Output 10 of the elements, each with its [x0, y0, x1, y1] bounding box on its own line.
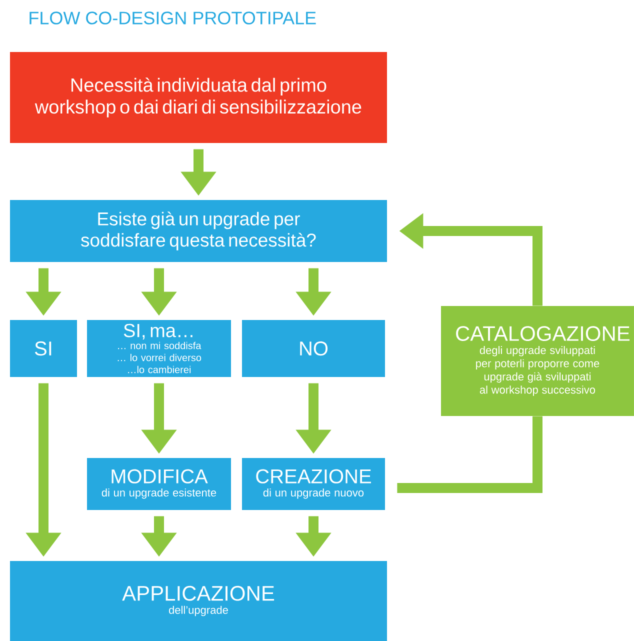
title: FLOW CO-DESIGN PROTOTIPALE: [30, 12, 316, 24]
process-box: NO: [242, 320, 385, 377]
process-box: Necessità individuata dal primo workshop o dai diari di sensibilizzazione: [10, 52, 387, 143]
process-box: CATALOGAZIONE degli upgrade sviluppati per poterli proporre come upgrade già sviluppati al workshop successivo: [441, 306, 634, 416]
process-box: SI: [10, 320, 77, 377]
process-box: SI, ma… … non mi soddisfa … lo vorrei diverso …lo cambierei: [87, 320, 231, 377]
process-box: APPLICAZIONE dell’upgrade: [10, 561, 387, 641]
process-box: Esiste già un upgrade per soddisfare questa necessità?: [10, 200, 387, 262]
process-box: MODIFICA di un upgrade esistente: [87, 458, 231, 510]
process-box: CREAZIONE di un upgrade nuovo: [242, 458, 385, 510]
